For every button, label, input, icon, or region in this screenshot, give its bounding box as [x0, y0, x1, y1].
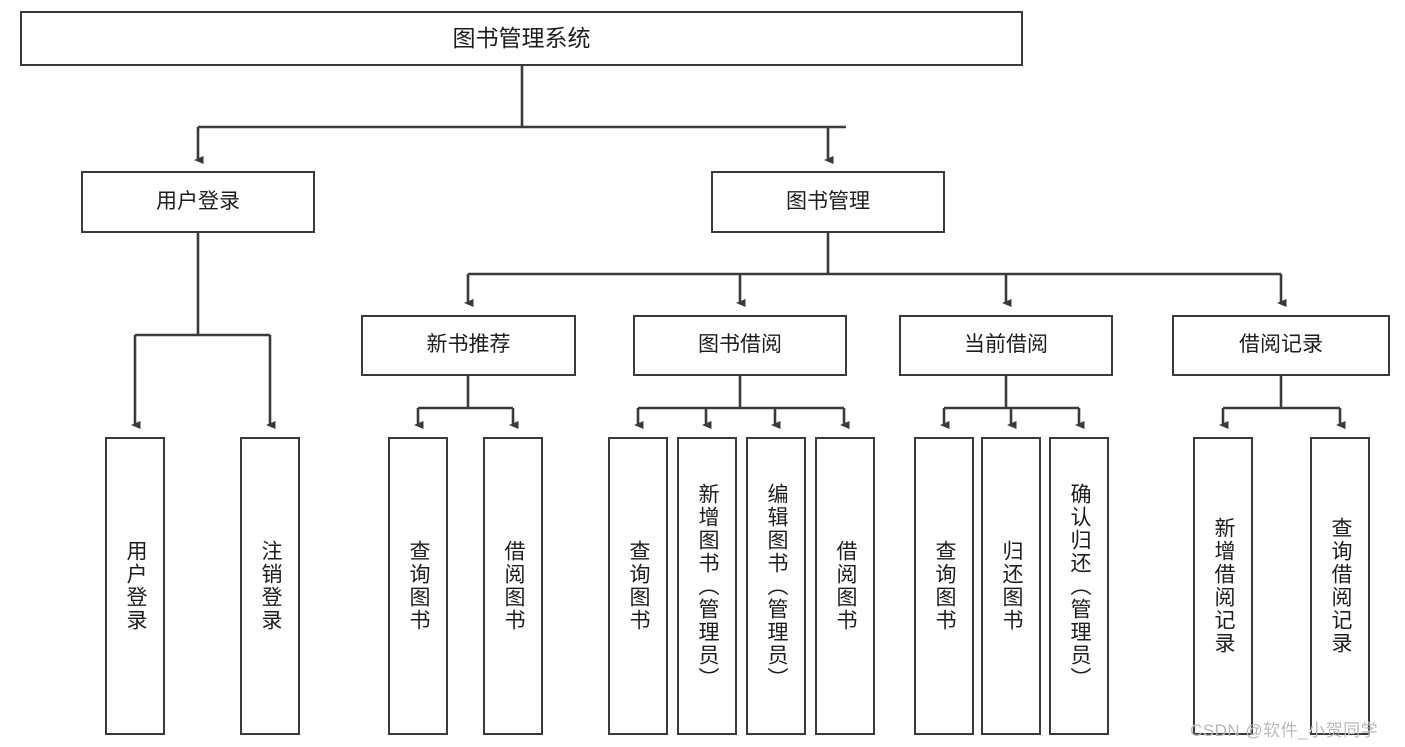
node-borrow-record[interactable]: 借阅记录 — [1172, 315, 1390, 376]
watermark-text: CSDN @软件_小贺同学 — [1190, 721, 1379, 740]
node-label: 图书管理 — [786, 189, 870, 213]
node-label: 用户登录 — [124, 540, 148, 632]
node-label: 借阅图书 — [834, 540, 858, 632]
node-label: 查询图书 — [627, 540, 651, 632]
node-book-borrow[interactable]: 图书借阅 — [633, 315, 847, 376]
leaf-recommend-query-book[interactable]: 查询图书 — [388, 437, 448, 735]
leaf-borrow-edit-book-admin[interactable]: 编辑图书（管理员） — [746, 437, 806, 735]
node-book-management[interactable]: 图书管理 — [711, 171, 945, 233]
node-new-book-recommend[interactable]: 新书推荐 — [361, 315, 576, 376]
node-label: 编辑图书（管理员） — [765, 482, 789, 690]
node-label: 借阅图书 — [502, 540, 526, 632]
node-label: 查询图书 — [407, 540, 431, 632]
node-label: 新增借阅记录 — [1212, 517, 1236, 655]
node-label: 当前借阅 — [964, 333, 1048, 357]
node-label: 用户登录 — [156, 189, 240, 213]
leaf-current-query-book[interactable]: 查询图书 — [914, 437, 974, 735]
leaf-record-add-record[interactable]: 新增借阅记录 — [1193, 437, 1253, 735]
node-label: 借阅记录 — [1239, 333, 1323, 357]
node-label: 新书推荐 — [426, 333, 511, 357]
leaf-borrow-borrow-book[interactable]: 借阅图书 — [815, 437, 875, 735]
node-root-system[interactable]: 图书管理系统 — [20, 11, 1023, 66]
node-current-borrow[interactable]: 当前借阅 — [899, 315, 1113, 376]
node-label: 归还图书 — [1000, 540, 1024, 632]
leaf-record-query-record[interactable]: 查询借阅记录 — [1310, 437, 1370, 735]
node-label: 查询图书 — [933, 540, 957, 632]
node-label: 新增图书（管理员） — [696, 482, 720, 690]
leaf-user-login-logout[interactable]: 注销登录 — [240, 437, 300, 735]
node-label: 注销登录 — [259, 540, 283, 632]
node-user-login[interactable]: 用户登录 — [81, 171, 315, 233]
leaf-current-return-book[interactable]: 归还图书 — [981, 437, 1041, 735]
leaf-borrow-query-book[interactable]: 查询图书 — [608, 437, 668, 735]
node-label: 查询借阅记录 — [1329, 517, 1353, 655]
node-label: 图书管理系统 — [452, 25, 591, 52]
leaf-recommend-borrow-book[interactable]: 借阅图书 — [483, 437, 543, 735]
leaf-user-login-login[interactable]: 用户登录 — [105, 437, 165, 735]
node-label: 确认归还（管理员） — [1068, 482, 1092, 690]
node-label: 图书借阅 — [698, 333, 782, 357]
leaf-current-confirm-return-admin[interactable]: 确认归还（管理员） — [1049, 437, 1109, 735]
leaf-borrow-add-book-admin[interactable]: 新增图书（管理员） — [677, 437, 737, 735]
